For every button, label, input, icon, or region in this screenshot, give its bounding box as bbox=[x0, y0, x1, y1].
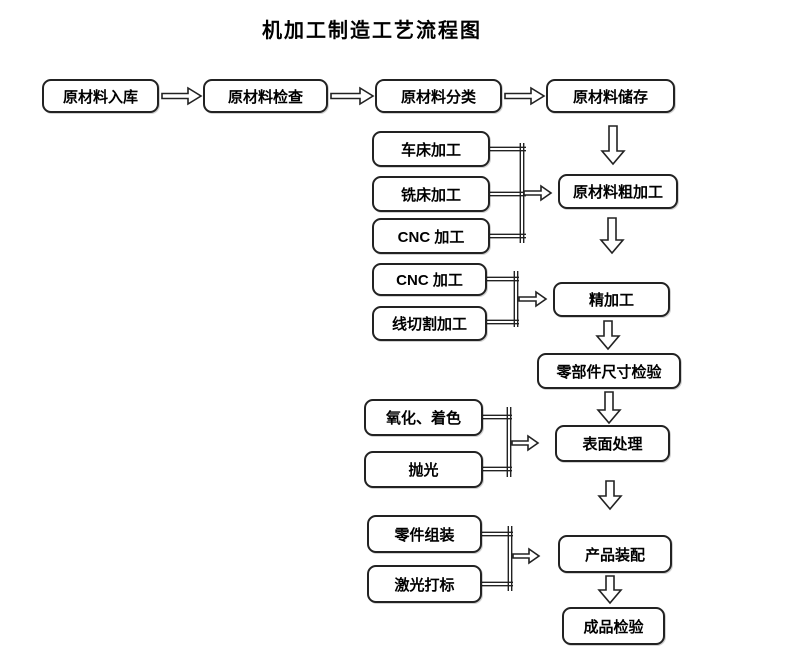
node-dimension-inspection: 零部件尺寸检验 bbox=[537, 353, 681, 389]
node-fine-machining: 精加工 bbox=[553, 282, 670, 317]
node-final-inspection: 成品检验 bbox=[562, 607, 665, 645]
arrow-right-icon bbox=[523, 184, 553, 202]
arrow-right-icon bbox=[330, 86, 375, 106]
node-lathe-machining: 车床加工 bbox=[372, 131, 490, 167]
arrow-right-icon bbox=[504, 86, 546, 106]
node-laser-marking: 激光打标 bbox=[367, 565, 482, 603]
connector-line-group-c bbox=[481, 407, 512, 477]
node-raw-material-sorting: 原材料分类 bbox=[375, 79, 502, 113]
node-raw-material-check: 原材料检查 bbox=[203, 79, 328, 113]
node-surface-treatment: 表面处理 bbox=[555, 425, 670, 462]
arrow-right-icon bbox=[518, 290, 548, 308]
arrow-down-icon bbox=[596, 391, 622, 425]
arrow-right-icon bbox=[512, 547, 541, 565]
connector-line-group-d bbox=[480, 526, 513, 591]
node-milling-machining: 铣床加工 bbox=[372, 176, 490, 212]
arrow-down-icon bbox=[597, 480, 623, 511]
arrow-down-icon bbox=[595, 320, 621, 351]
node-cnc-machining-fine: CNC 加工 bbox=[372, 263, 487, 296]
node-parts-assembly: 零件组装 bbox=[367, 515, 482, 553]
node-raw-material-storage: 原材料储存 bbox=[546, 79, 675, 113]
node-rough-machining: 原材料粗加工 bbox=[558, 174, 678, 209]
arrow-down-icon bbox=[597, 575, 623, 605]
page-title: 机加工制造工艺流程图 bbox=[262, 20, 482, 42]
node-product-assembly: 产品装配 bbox=[558, 535, 672, 573]
node-polishing: 抛光 bbox=[364, 451, 483, 488]
connector-line-group-a bbox=[488, 143, 526, 243]
node-oxidation-coloring: 氧化、着色 bbox=[364, 399, 483, 436]
arrow-right-icon bbox=[511, 434, 540, 452]
node-wire-cut-machining: 线切割加工 bbox=[372, 306, 487, 341]
arrow-right-icon bbox=[161, 86, 203, 106]
node-cnc-machining-rough: CNC 加工 bbox=[372, 218, 490, 254]
connector-line-group-b bbox=[485, 271, 519, 327]
arrow-down-icon bbox=[599, 217, 625, 255]
arrow-down-icon bbox=[600, 125, 626, 166]
node-raw-material-intake: 原材料入库 bbox=[42, 79, 159, 113]
